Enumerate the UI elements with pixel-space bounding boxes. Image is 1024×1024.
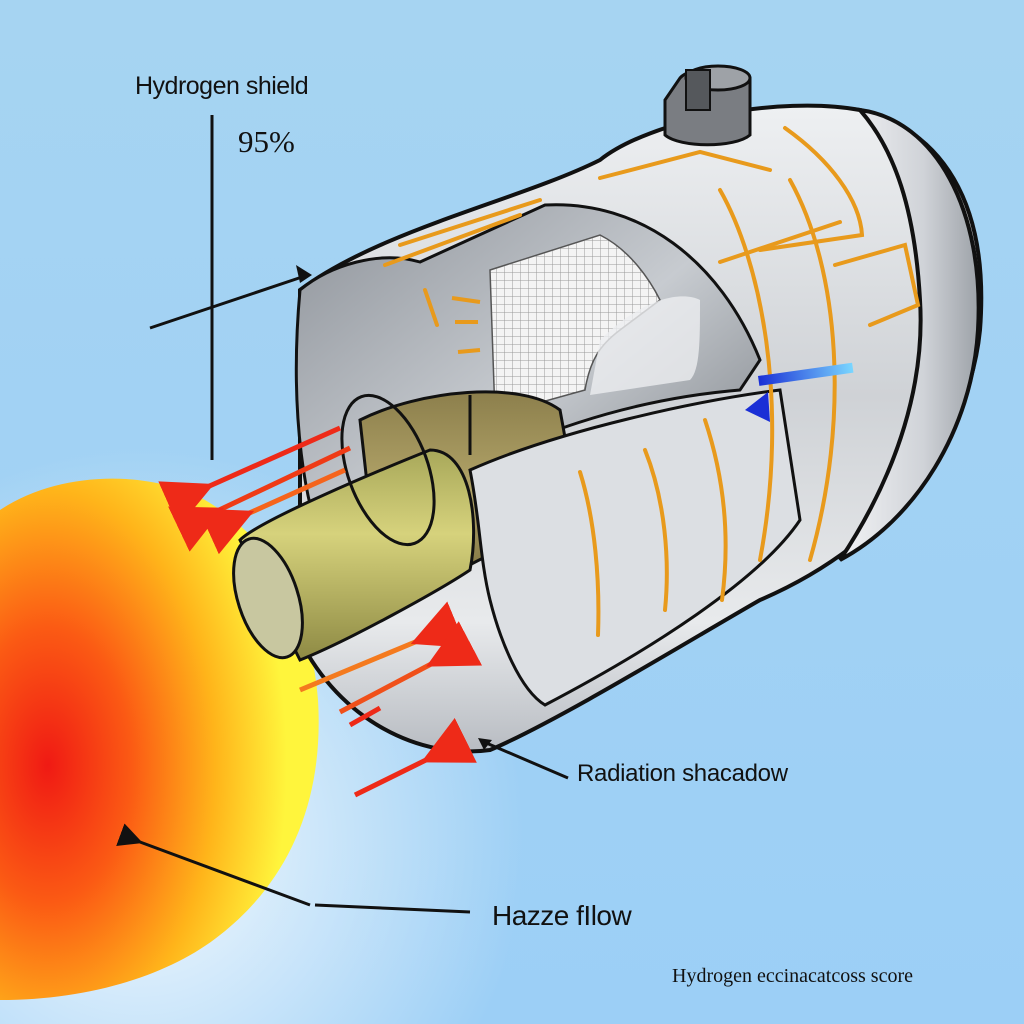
haze-flow-label: Hazze fIlow [492, 900, 632, 931]
sleeve-rim [340, 393, 436, 547]
red-radiation-arrow [348, 705, 382, 728]
leader-line [314, 903, 471, 914]
hull-end-cap [838, 107, 981, 562]
leader-line [116, 823, 311, 907]
leader-arrowhead [296, 265, 312, 283]
cylinder-module [232, 64, 984, 754]
hydrogen-shield-label: Hydrogen shield [135, 72, 309, 100]
leader-line [149, 273, 309, 330]
interior-highlight [590, 296, 700, 395]
leader-lines [116, 115, 569, 914]
top-port-stem [685, 69, 711, 111]
red-radiation-arrow [338, 621, 483, 715]
red-radiation-arrow [158, 425, 342, 528]
footer-score-label: Hydrogen eccinacatcoss score [672, 965, 913, 987]
red-radiation-arrow [198, 467, 347, 555]
radiation-shadow-label: Radiation shacadow [577, 760, 788, 787]
blue-flow-arrow [745, 392, 770, 422]
orange-stripes [383, 126, 921, 637]
leader-arrowhead [478, 738, 492, 750]
interior-pins [451, 296, 481, 354]
leader-line [483, 740, 569, 780]
red-radiation-arrow [168, 445, 352, 552]
red-radiation-arrow [353, 717, 477, 798]
red-radiation-arrows [158, 425, 483, 798]
blue-flow-bar [758, 362, 854, 386]
red-radiation-arrow [299, 601, 467, 693]
shield-percent-label: 95% [238, 124, 295, 159]
